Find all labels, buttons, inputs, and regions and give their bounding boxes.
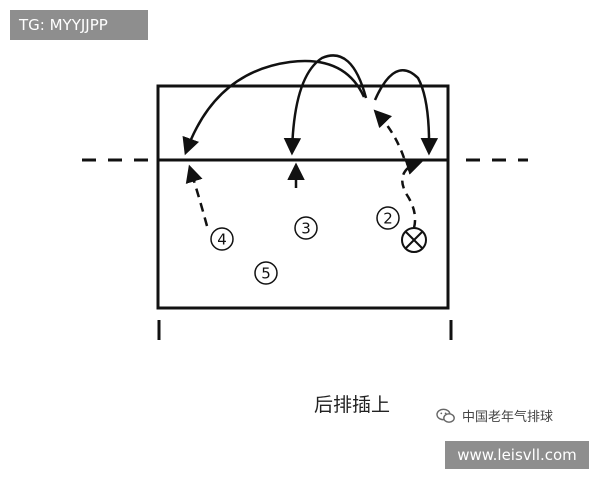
tg-tag: TG: MYYJJPP — [10, 10, 148, 40]
diagram-caption: 后排插上 — [313, 394, 390, 416]
movement-arrow-4 — [185, 164, 209, 227]
brand-text: 中国老年气排球 — [462, 410, 554, 425]
brand-watermark: 中国老年气排球 — [436, 406, 553, 425]
set-arc-to-3 — [283, 54, 368, 156]
player-4: 4 — [210, 227, 234, 251]
player-3-label: 3 — [301, 220, 311, 238]
player-5-label: 5 — [261, 265, 271, 283]
player-5: 5 — [254, 261, 278, 285]
player-4-label: 4 — [217, 231, 227, 249]
movement-arrow-setter — [401, 158, 424, 229]
movement-arrow-setter-to-net — [373, 109, 406, 159]
website-label: www.leisvll.com — [445, 441, 589, 469]
setter-marker — [401, 227, 427, 253]
set-arc-to-2 — [373, 68, 439, 156]
player-2-label: 2 — [383, 210, 393, 228]
player-3: 3 — [294, 216, 318, 240]
set-arc-to-4 — [182, 59, 366, 156]
player-2: 2 — [376, 206, 400, 230]
wechat-icon — [436, 408, 456, 424]
